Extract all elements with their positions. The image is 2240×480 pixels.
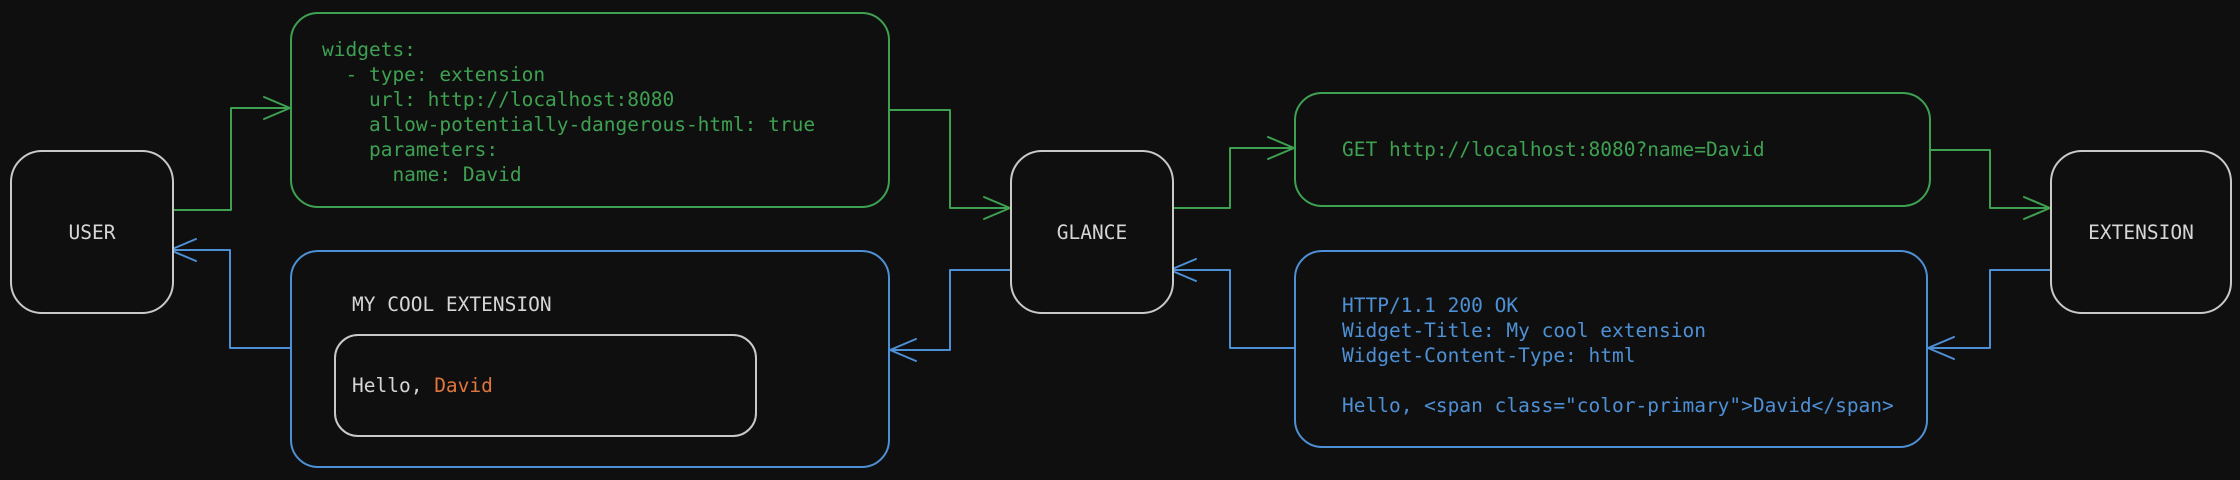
edge-line [169,107,291,211]
config-line: allow-potentially-dangerous-html: true [322,113,816,136]
arrowhead-icon [889,338,917,362]
edge-response-box-to-glance [1169,258,1295,349]
greeting-prefix: Hello, [352,374,435,397]
request-box: GET http://localhost:8080?name=David [1294,92,1931,207]
node-extension: EXTENSION [2050,150,2232,314]
edge-glance-to-request-box [1169,136,1295,209]
edge-config-box-to-glance [889,109,1011,220]
response-line: Hello, <span class="color-primary">David… [1342,394,1894,417]
response-line: HTTP/1.1 200 OK [1342,294,1519,317]
config-line: widgets: [322,38,416,61]
greeting-name: David [434,374,493,397]
widget-box: MY COOL EXTENSION Hello, David [290,250,890,468]
edge-line [1169,147,1295,209]
edge-request-box-to-extension [1930,149,2051,220]
edge-widget-box-to-user [169,238,291,349]
config-line: - type: extension [322,63,546,86]
response-line: Widget-Content-Type: html [1342,344,1636,367]
response-box: HTTP/1.1 200 OK Widget-Title: My cool ex… [1294,250,1928,448]
edge-user-to-config-box [169,96,291,211]
config-line: name: David [322,163,522,186]
node-glance: GLANCE [1010,150,1174,314]
node-extension-label: EXTENSION [2088,220,2194,244]
request-line: GET http://localhost:8080?name=David [1342,138,1765,161]
edge-extension-to-response-box [1927,269,2051,360]
config-line: parameters: [322,138,499,161]
edge-glance-to-widget-box [889,269,1011,362]
edge-line [169,249,291,349]
edge-line [889,269,1011,351]
widget-greeting-box: Hello, David [334,334,757,437]
node-user: USER [10,150,174,314]
node-glance-label: GLANCE [1056,220,1128,244]
config-line: url: http://localhost:8080 [322,88,675,111]
response-line: Widget-Title: My cool extension [1342,319,1706,342]
arrowhead-icon [1927,336,1955,360]
response-line [1342,368,1926,393]
edge-line [1927,269,2051,349]
edge-line [1169,269,1295,349]
node-user-label: USER [68,220,116,244]
edge-line [1930,149,2051,209]
widget-title: MY COOL EXTENSION [352,293,552,316]
edge-line [889,109,1011,209]
config-box: widgets: - type: extension url: http://l… [290,12,890,208]
